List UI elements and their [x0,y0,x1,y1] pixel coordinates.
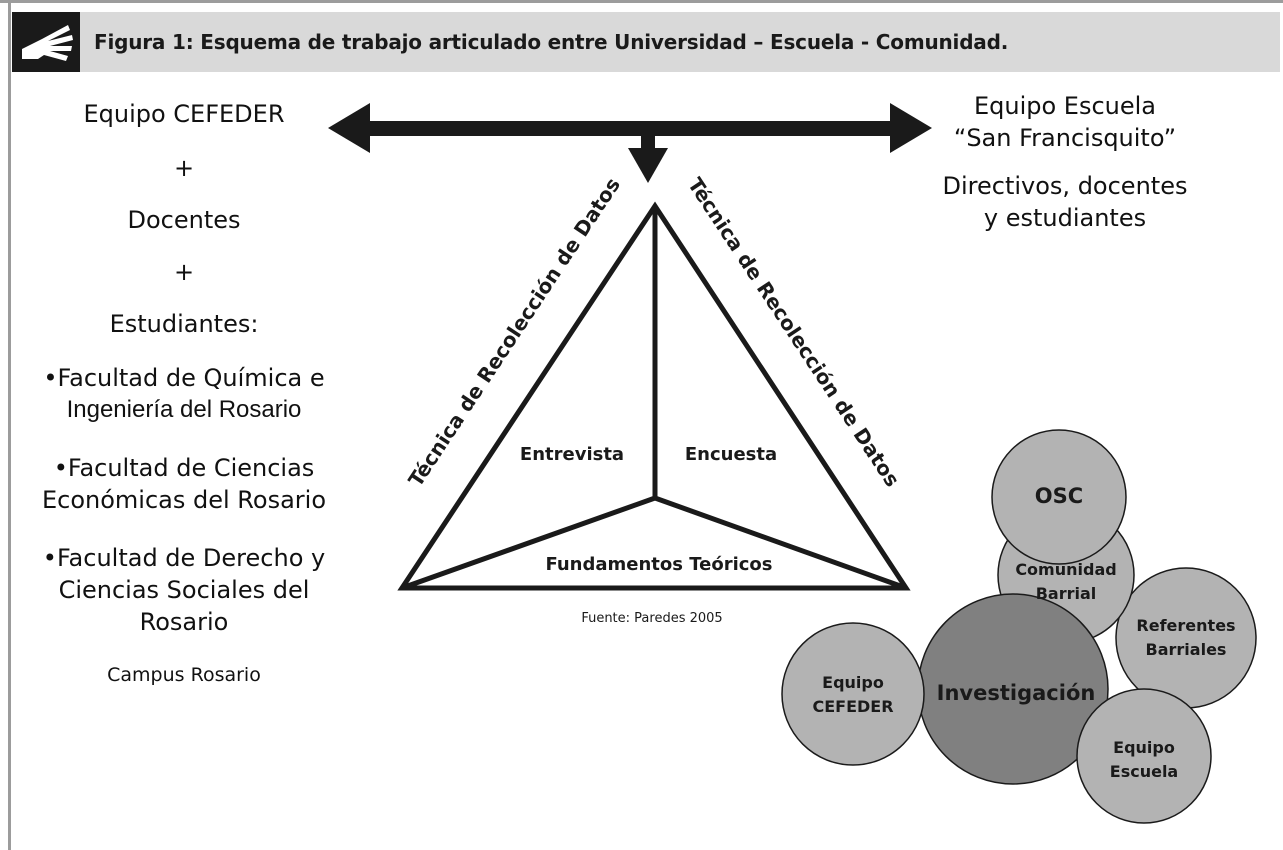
comunidad-label-line1: Comunidad [1015,560,1116,579]
faculty-chemistry-line2: Ingeniería del Rosario [66,396,302,423]
frame-top-border [0,0,1283,3]
campus-label: Campus Rosario [107,664,261,686]
school-team-line2: “San Francisquito” [953,124,1177,152]
teachers-label: Docentes [127,206,241,234]
comunidad-label-line2: Barrial [1036,584,1097,603]
escuela-label-line1: Equipo [1113,738,1175,757]
interview-section-label: Entrevista [520,444,624,465]
hand-icon [12,12,80,72]
plus-sign: + [173,258,195,286]
cefeder-circle [781,622,925,766]
school-members-line2: y estudiantes [983,204,1147,232]
circle-labels: OSC Comunidad Barrial Referentes Barrial… [812,484,1235,781]
figure-header: Figura 1: Esquema de trabajo articulado … [12,12,1280,72]
cefeder-label-line2: CEFEDER [812,697,893,716]
school-team-block: Equipo Escuela “San Francisquito” Direct… [900,92,1230,232]
referentes-label-line1: Referentes [1136,616,1235,635]
osc-circle [991,429,1127,565]
source-note: Fuente: Paredes 2005 [581,611,722,626]
faculty-law-line3: Rosario [139,608,229,636]
faculty-economics-line2: Económicas del Rosario [41,486,327,514]
cefeder-team-label: Equipo CEFEDER [83,100,285,128]
down-arrow [628,128,668,183]
students-label: Estudiantes: [109,310,259,338]
faculty-law-line1: •Facultad de Derecho y [42,544,326,572]
referentes-circle [1115,567,1257,709]
school-team-line1: Equipo Escuela [973,92,1157,120]
theory-section-label: Fundamentos Teóricos [545,554,772,575]
cefeder-label-line1: Equipo [822,673,884,692]
faculty-economics-line1: •Facultad de Ciencias [53,454,315,482]
figure-title: Figura 1: Esquema de trabajo articulado … [80,12,1280,72]
school-members-line1: Directivos, docentes [942,172,1188,200]
double-arrow [328,103,932,153]
investigacion-label: Investigación [937,681,1096,705]
frame-left-border [8,0,11,850]
faculty-law-line2: Ciencias Sociales del [58,576,310,604]
survey-section-label: Encuesta [685,444,777,465]
research-triangle [397,201,911,591]
escuela-label-line2: Escuela [1110,762,1178,781]
referentes-label-line2: Barriales [1146,640,1227,659]
osc-label: OSC [1035,484,1083,508]
escuela-circle [1076,688,1212,824]
plus-sign: + [173,154,195,182]
faculty-chemistry-line1: •Facultad de Química e [43,364,325,392]
actors-circle-cluster [781,429,1257,824]
